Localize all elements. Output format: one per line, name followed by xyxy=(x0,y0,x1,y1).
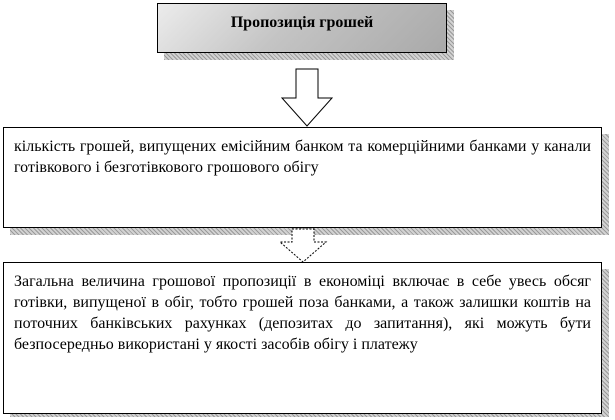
description-box: Загальна величина грошової пропозиції в … xyxy=(3,262,602,414)
down-arrow-icon xyxy=(280,68,334,127)
description-text: Загальна величина грошової пропозиції в … xyxy=(14,273,591,353)
definition-box: кількість грошей, випущених емісійним ба… xyxy=(3,127,602,228)
down-arrow-icon xyxy=(278,228,328,263)
definition-text: кількість грошей, випущених емісійним ба… xyxy=(14,138,591,176)
diagram-title: Пропозиція грошей xyxy=(230,14,374,31)
title-box: Пропозиція грошей xyxy=(157,3,447,53)
